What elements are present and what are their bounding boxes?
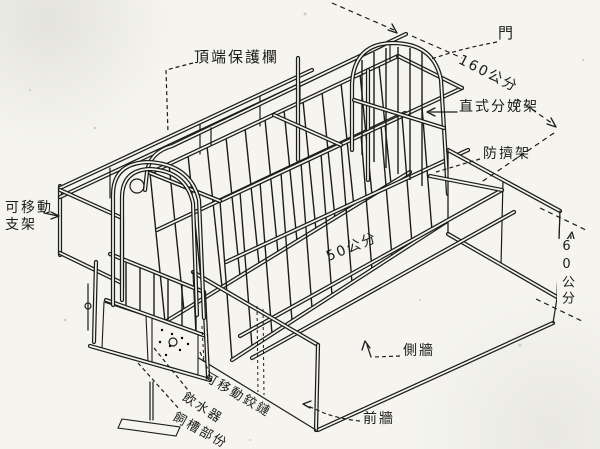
ground-edge	[317, 322, 554, 431]
side-wall-panel	[447, 149, 561, 298]
leader-drinker	[153, 347, 189, 391]
label-movable-support: 可移動 支架	[5, 200, 53, 234]
label-anti-crush-rail: 防擠架	[483, 146, 531, 162]
near-mid-rail	[225, 149, 469, 263]
label-front-wall: 前牆	[363, 411, 395, 427]
leader-trough	[137, 362, 181, 411]
front-arch-inner	[121, 168, 198, 316]
gate-top-rail	[109, 253, 205, 293]
front-arch-inner	[119, 166, 200, 318]
leader-front-wall	[307, 405, 361, 422]
label-top-guard-rail: 頂端保護欄	[194, 48, 280, 66]
dimension-length	[331, 2, 557, 184]
crate-cage	[142, 31, 475, 363]
front-arch-outer	[112, 161, 205, 319]
side-walls	[445, 147, 563, 300]
label-side-wall: 側牆	[403, 343, 435, 359]
leader-door	[430, 41, 498, 60]
hinge-line	[256, 305, 265, 396]
anti-crush-rails	[237, 173, 558, 433]
rear-door-arch	[351, 42, 449, 195]
movable-support-frame	[57, 67, 315, 331]
top-cross-bar	[397, 55, 463, 89]
top-cross-bar	[273, 114, 342, 146]
gate-mid-rail	[105, 299, 207, 337]
label-dim-wall-height: 60公分	[557, 239, 576, 307]
leader-top-guard-rail	[165, 62, 194, 134]
gate-bottom-rail	[89, 345, 211, 381]
front-wall-panel	[190, 269, 321, 433]
leader-hinge	[199, 351, 210, 373]
top-guard-rail-tube	[144, 33, 407, 191]
label-door: 門	[498, 24, 516, 42]
t-anchor	[117, 381, 181, 437]
scan-specks	[29, 12, 585, 441]
drinker-perforations	[158, 328, 190, 357]
front-gate	[87, 159, 213, 437]
leader-anti-crush	[435, 158, 481, 173]
pipe-clamp	[129, 178, 145, 194]
rear-door	[349, 40, 451, 197]
label-movable-support-line1: 可移動	[5, 200, 53, 216]
leader-side-wall	[373, 355, 401, 358]
leader-lines	[43, 41, 498, 422]
label-farrowing-crate: 直式分娩架	[459, 99, 539, 115]
leader-support	[43, 212, 59, 217]
label-movable-support-line2: 支架	[5, 217, 37, 233]
